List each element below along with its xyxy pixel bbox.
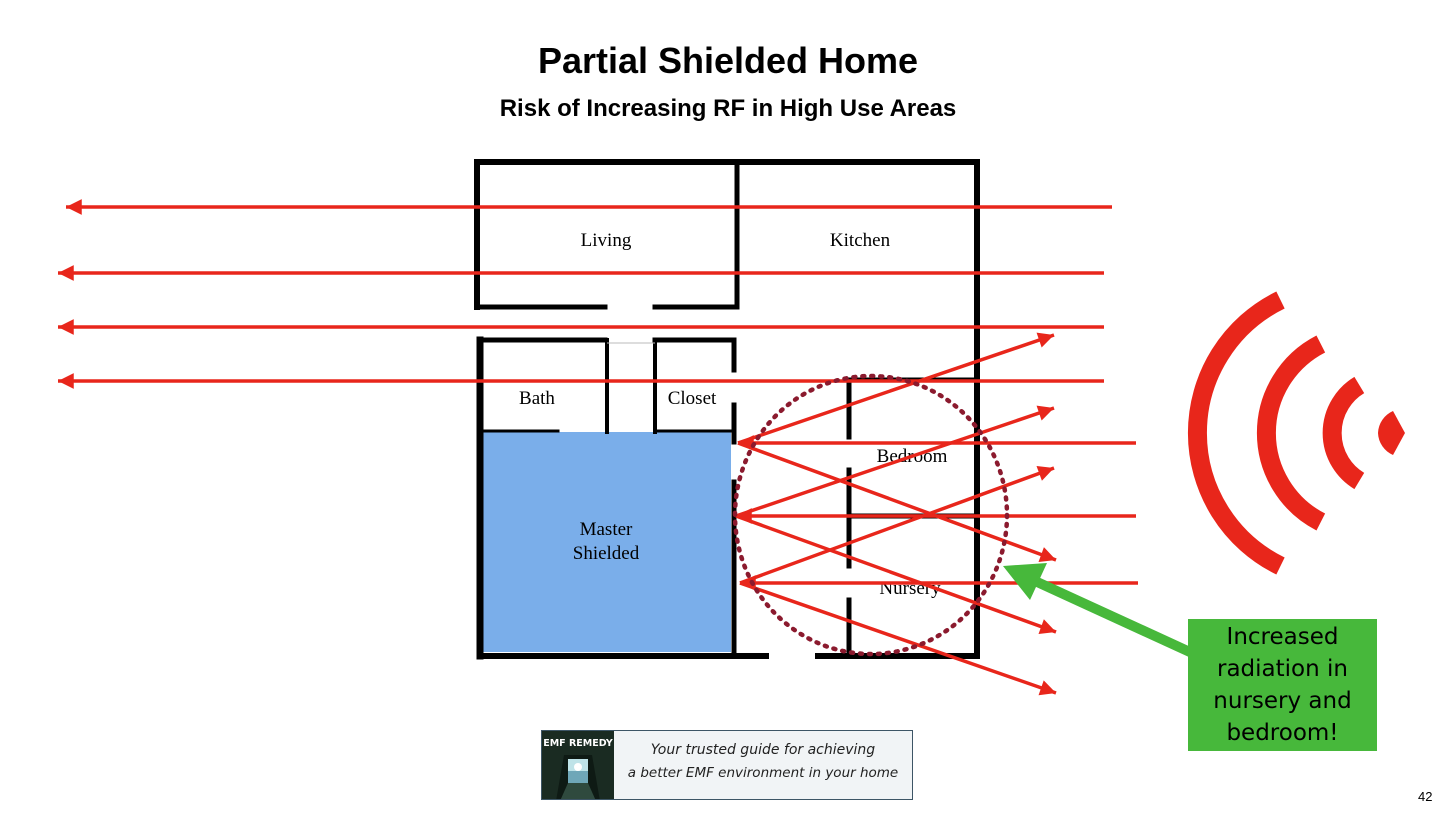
room-label-living: Living	[581, 230, 632, 251]
room-label-bath: Bath	[519, 388, 555, 409]
callout-text: Increased radiation in nursery and bedro…	[1198, 621, 1368, 749]
room-label-shielded: Shielded	[573, 543, 640, 564]
green-arrow-icon	[1003, 563, 1192, 653]
emf-remedy-logo: EMF REMEDY	[542, 731, 614, 800]
doorway-icon	[542, 731, 614, 800]
room-label-master: Master	[580, 519, 633, 540]
emf-remedy-banner[interactable]: EMF REMEDY Your trusted guide for achiev…	[541, 730, 913, 800]
rf-reflection-arrow	[740, 583, 1056, 693]
room-label-kitchen: Kitchen	[830, 230, 891, 251]
banner-tagline-line1: Your trusted guide for achieving	[614, 742, 912, 758]
room-label-closet: Closet	[668, 388, 717, 409]
page-number: 42	[1418, 789, 1432, 804]
rf-reflection-arrow	[738, 335, 1054, 443]
wifi-signal-icon	[1197, 300, 1405, 566]
warning-callout: Increased radiation in nursery and bedro…	[1188, 619, 1377, 751]
master-shielded-fill	[483, 432, 731, 652]
banner-tagline-line2: a better EMF environment in your home	[614, 765, 912, 781]
